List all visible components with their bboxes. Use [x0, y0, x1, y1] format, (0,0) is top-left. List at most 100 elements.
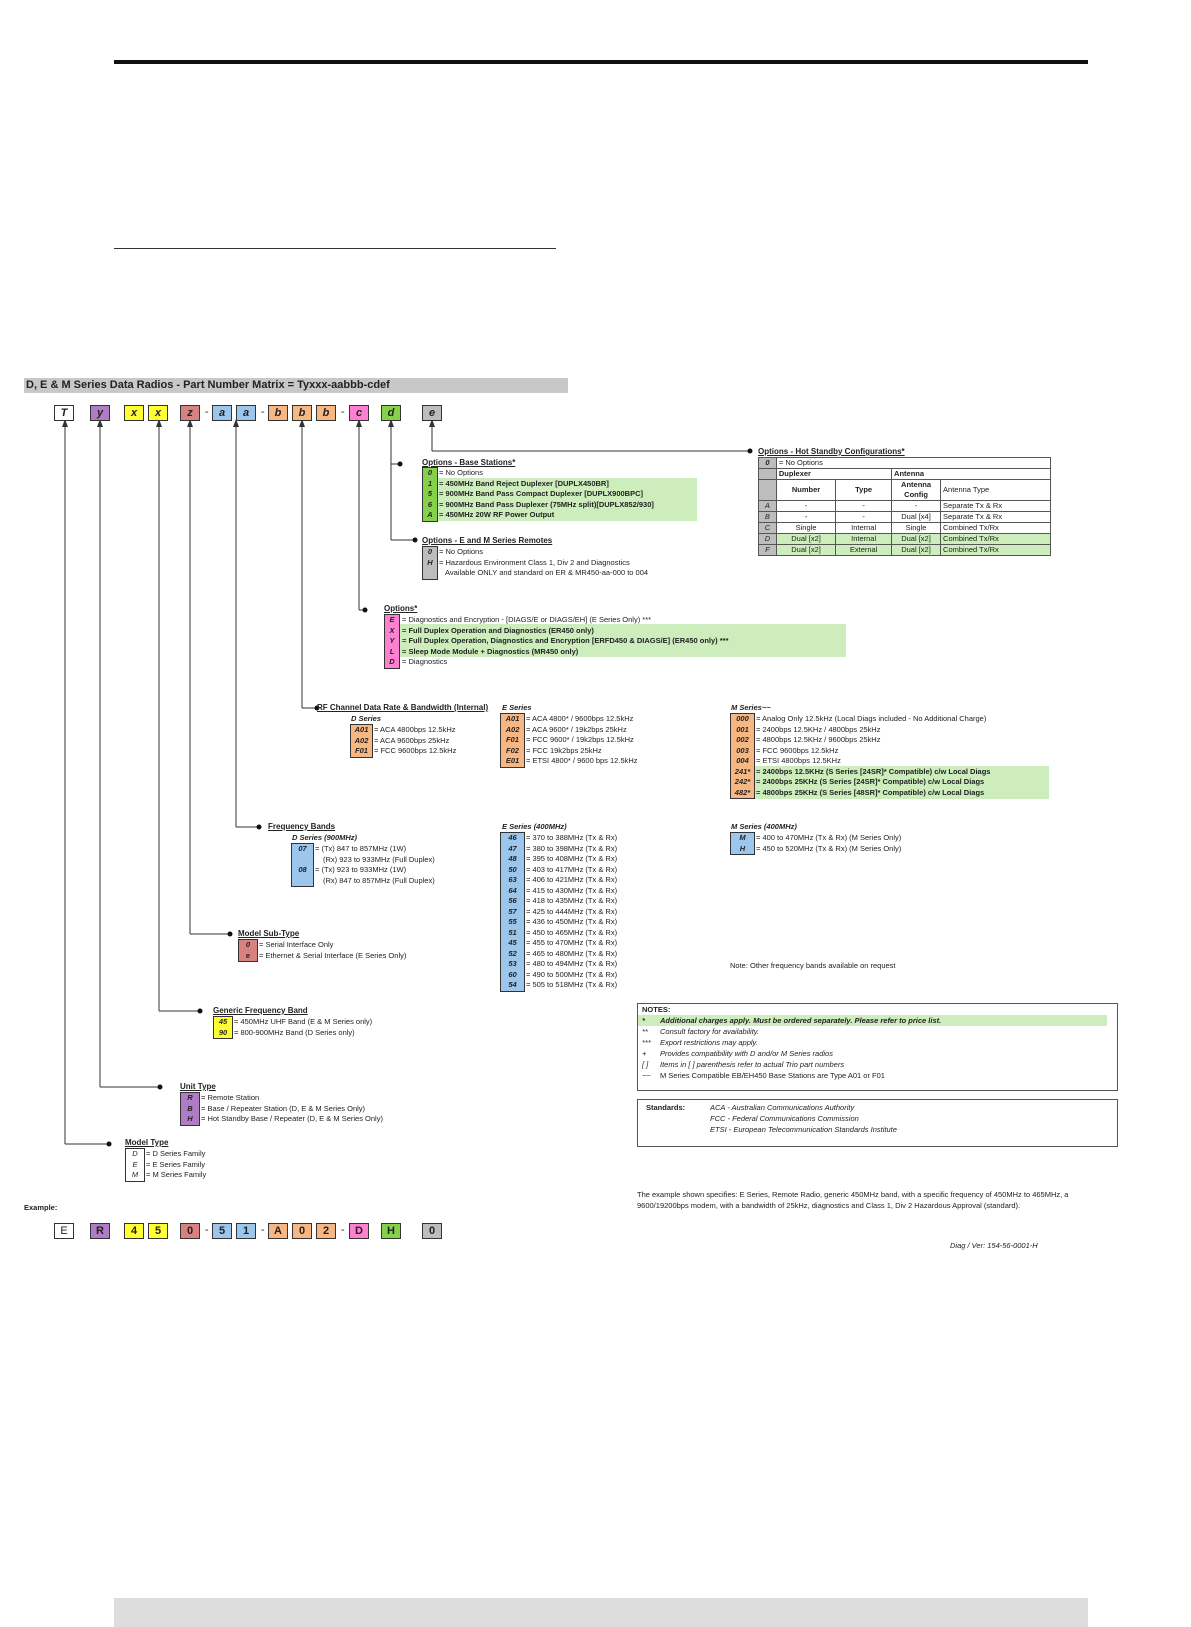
standard-line: ETSI - European Telecommunication Standa…: [710, 1125, 897, 1134]
note-line: ~~M Series Compatible EB/EH450 Base Stat…: [638, 1070, 1117, 1081]
header-underline: [114, 248, 556, 249]
freq-desc: = 436 to 450MHz (Tx & Rx): [526, 917, 618, 926]
freq-desc: = 465 to 480MHz (Tx & Rx): [526, 948, 618, 958]
hs-cell: Dual [x2]: [891, 533, 942, 545]
freq-code: 46: [508, 833, 517, 842]
note-text: Consult factory for availability.: [660, 1027, 760, 1036]
option-desc: = No Options: [439, 468, 483, 477]
option-desc: Available ONLY and standard on ER & MR45…: [445, 568, 649, 577]
rf-code: A02: [354, 735, 369, 745]
standards-lines: ACA - Australian Communications Authorit…: [702, 1102, 897, 1134]
example-box-model: E: [54, 1223, 74, 1239]
option-code: 0: [427, 547, 433, 556]
hs-cell: Combined Tx/Rx: [940, 533, 1051, 545]
note-mark: *: [642, 1016, 645, 1025]
notes-box: NOTES: *Additional charges apply. Must b…: [637, 1003, 1118, 1091]
example-dash: -: [261, 1224, 265, 1236]
rf-code: 482*: [734, 787, 751, 797]
rf-code: A01: [354, 725, 369, 734]
matrix-box-rf-1: b: [268, 405, 288, 421]
freq-code: 45: [508, 938, 517, 947]
options-codes: E X Y L D: [384, 614, 400, 669]
remote-options-title: Options - E and M Series Remotes: [422, 536, 553, 545]
hs-cell: Dual [x2]: [775, 533, 837, 545]
sub-type-title: Model Sub-Type: [238, 929, 300, 938]
hs-code: A: [758, 500, 777, 512]
note-mark: +: [642, 1049, 647, 1058]
band-desc: = 800-900MHz Band (D Series only): [234, 1027, 355, 1037]
example-box-band-2: 5: [148, 1223, 168, 1239]
rf-code: 001: [736, 724, 749, 734]
rf-d-descs: = ACA 4800bps 12.5kHz = ACA 9600bps 25kH…: [374, 725, 456, 757]
options-descs: = Diagnostics and Encryption - [DIAGS/E …: [402, 615, 729, 668]
freq-desc: = 403 to 417MHz (Tx & Rx): [526, 864, 618, 874]
freq-code: 55: [508, 917, 517, 926]
example-label: Example:: [24, 1203, 58, 1212]
matrix-box-sub-type: z: [180, 405, 200, 421]
freq-desc: = 380 to 398MHz (Tx & Rx): [526, 843, 618, 853]
hs-cell: Internal: [835, 533, 893, 545]
hs-hdr: Antenna Type: [940, 479, 1051, 501]
option-code: D: [389, 657, 395, 666]
matrix-box-options: c: [349, 405, 369, 421]
rf-desc: = FCC 9600bps 12.5kHz: [756, 745, 839, 755]
matrix-box-band-1: x: [124, 405, 144, 421]
rf-desc: = 2400bps 12.5KHz (S Series [24SR]* Comp…: [756, 766, 991, 776]
freq-d-codes: 07 08: [291, 843, 314, 887]
rf-code: E01: [505, 756, 520, 765]
matrix-title: D, E & M Series Data Radios - Part Numbe…: [24, 378, 568, 393]
rf-desc: = FCC 19k2bps 25kHz: [526, 745, 602, 755]
rf-e-descs: = ACA 4800* / 9600bps 12.5kHz = ACA 9600…: [526, 714, 638, 767]
rf-desc: = FCC 9600* / 19k2bps 12.5kHz: [526, 735, 634, 744]
freq-code: 51: [508, 927, 517, 937]
note-text: Provides compatibility with D and/or M S…: [660, 1049, 833, 1058]
freq-code: [292, 855, 313, 866]
example-box-unit: R: [90, 1223, 110, 1239]
note-text: Items in [ ] parenthesis refer to actual…: [660, 1060, 845, 1069]
freq-desc: = (Tx) 923 to 933MHz (1W): [315, 865, 407, 874]
hs-code: 0: [758, 457, 777, 469]
rf-code: 000: [736, 714, 749, 723]
freq-code: 54: [508, 980, 517, 989]
hs-code: C: [758, 522, 777, 534]
option-desc: = No Options: [439, 547, 483, 556]
remote-options-codes: 0 H: [422, 546, 438, 580]
freq-code: 56: [508, 896, 517, 905]
option-code: X: [389, 625, 395, 635]
freq-desc: = 418 to 435MHz (Tx & Rx): [526, 896, 618, 905]
example-text: The example shown specifies: E Series, R…: [637, 1190, 1069, 1210]
generic-band-codes: 45 90: [213, 1016, 233, 1039]
note-line: + Provides compatibility with D and/or M …: [638, 1048, 1117, 1059]
model-type-descs: = D Series Family = E Series Family = M …: [146, 1149, 206, 1181]
option-code: 6: [427, 499, 433, 509]
example-box-rf-3: 2: [316, 1223, 336, 1239]
model-code: E: [132, 1159, 138, 1169]
freq-code: 57: [508, 906, 517, 916]
freq-desc: = 450 to 520MHz (Tx & Rx) (M Series Only…: [756, 843, 902, 853]
band-desc: = 450MHz UHF Band (E & M Series only): [234, 1017, 373, 1026]
freq-desc: = 400 to 470MHz (Tx & Rx) (M Series Only…: [756, 833, 902, 842]
note-line: ***Export restrictions may apply.: [638, 1037, 1117, 1048]
hs-hdr: Antenna: [891, 468, 1051, 480]
example-box-options: D: [349, 1223, 369, 1239]
standards-box: Standards: ACA - Australian Communicatio…: [637, 1099, 1118, 1147]
hs-cell: External: [835, 544, 893, 556]
matrix-box-rf-2: b: [292, 405, 312, 421]
model-desc: = D Series Family: [146, 1149, 206, 1158]
unit-type-codes: R B H: [180, 1092, 200, 1126]
unit-type-title: Unit Type: [180, 1082, 216, 1091]
rf-code: 003: [736, 745, 749, 755]
model-desc: = E Series Family: [146, 1159, 205, 1169]
matrix-box-rf-3: b: [316, 405, 336, 421]
hs-hdr: Duplexer: [775, 468, 893, 480]
rf-desc: = Analog Only 12.5kHz (Local Diags inclu…: [756, 714, 987, 723]
note-text: Additional charges apply. Must be ordere…: [660, 1016, 942, 1025]
option-code: 0: [427, 468, 433, 477]
freq-note: Note: Other frequency bands available on…: [730, 961, 896, 970]
freq-m-descs: = 400 to 470MHz (Tx & Rx) (M Series Only…: [756, 833, 901, 854]
top-rule: [114, 60, 1088, 64]
unit-desc: = Remote Station: [201, 1093, 260, 1102]
option-desc: = 900MHz Band Pass Duplexer (75MHz split…: [439, 499, 654, 509]
matrix-box-model-type: T: [54, 405, 74, 421]
